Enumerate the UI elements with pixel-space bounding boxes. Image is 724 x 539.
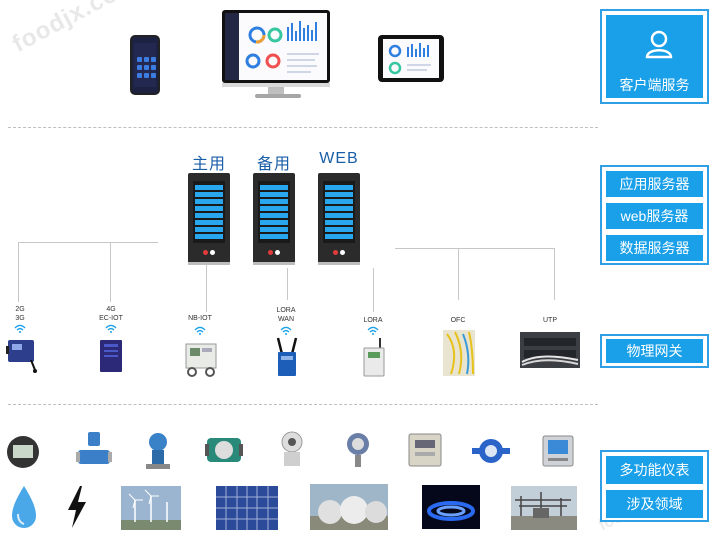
gateway-lorawan-label-1: LORA	[276, 307, 296, 314]
gateway-nbiot-device	[185, 343, 217, 377]
application-domain-label: 涉及领域	[606, 490, 703, 518]
gateway-panel: 物理网关	[600, 334, 709, 368]
pressure-gauge-icon	[347, 433, 369, 467]
app-server-label: 应用服务器	[606, 171, 703, 197]
gateway-4g-label-1: 4G	[106, 306, 116, 313]
server-label-primary: 主用	[191, 156, 226, 173]
gas-tank-photo	[310, 484, 388, 530]
substation-photo	[511, 486, 577, 530]
client-service-panel: 客户端服务	[600, 9, 709, 104]
monitor-chin	[222, 83, 330, 87]
fiber-optic-photo	[443, 330, 475, 376]
flow-meter-icon	[76, 432, 112, 464]
water-drop-icon	[12, 486, 36, 528]
solar-panel-photo	[216, 486, 278, 530]
network-switch-photo	[520, 332, 580, 368]
gateway-4g-label-2: EC-IOT	[99, 315, 123, 322]
connector-right	[395, 248, 555, 249]
server-list-panel: 应用服务器 web服务器 数据服务器	[600, 165, 709, 265]
gateway-lora-device	[363, 338, 385, 377]
lightning-icon	[68, 486, 86, 528]
gateway-2g-device	[6, 340, 37, 373]
phone-device	[130, 35, 160, 95]
pressure-transmitter-icon	[146, 433, 170, 469]
gateway-2g-label-1: 2G	[15, 306, 25, 313]
gateway-2g-label-2: 3G	[15, 315, 25, 322]
connector-ofc	[458, 248, 459, 300]
wifi-icon	[280, 326, 292, 335]
wind-turbine-photo	[121, 486, 181, 530]
gateway-nbiot-label: NB-IOT	[188, 315, 212, 322]
gateway-4g-device	[100, 340, 122, 372]
electric-meter-icon	[408, 433, 442, 467]
meters-panel: 多功能仪表 涉及领域	[600, 450, 709, 522]
server-label-backup: 备用	[256, 156, 291, 173]
server-web	[318, 173, 360, 265]
gateway-lora-label: LORA	[363, 317, 383, 324]
connector-2g	[18, 242, 19, 302]
divider-bottom	[8, 404, 598, 405]
wifi-icon	[105, 324, 117, 333]
gateway-utp-label: UTP	[543, 317, 557, 324]
desktop-monitor	[222, 10, 330, 83]
connector-utp	[554, 248, 555, 300]
monitor-stand	[268, 87, 284, 94]
server-backup	[253, 173, 295, 265]
connector-nbiot	[206, 265, 207, 312]
monitor-base	[255, 94, 301, 98]
user-icon	[645, 30, 673, 59]
web-server-label: web服务器	[606, 203, 703, 229]
lcd-meter-icon	[7, 436, 39, 468]
server-primary	[188, 173, 230, 265]
divider-top	[8, 127, 598, 128]
data-server-label: 数据服务器	[606, 235, 703, 261]
gateway-ofc-label: OFC	[450, 317, 466, 324]
connector-lora	[373, 268, 374, 312]
gateway-lorawan-device	[276, 337, 298, 376]
wifi-icon	[14, 324, 26, 333]
gateway-lorawan-label-2: WAN	[277, 316, 295, 323]
tablet-device	[378, 35, 444, 82]
gateway-panel-label: 物理网关	[606, 339, 703, 363]
connector-left	[18, 242, 158, 243]
gas-meter-icon	[281, 431, 303, 466]
water-flow-meter-icon	[205, 438, 243, 462]
server-label-web: WEB	[319, 150, 359, 167]
wifi-icon	[194, 326, 206, 335]
client-service-label: 客户端服务	[619, 77, 690, 93]
connector-lorawan	[287, 268, 288, 300]
power-analyzer-icon	[542, 435, 574, 467]
connector-4g	[110, 242, 111, 302]
watermark: foodjx.com	[8, 0, 143, 58]
water-meter-icon	[472, 439, 510, 463]
wifi-icon	[367, 326, 379, 335]
multifunction-meter-label: 多功能仪表	[606, 456, 703, 484]
gas-flame-photo	[422, 485, 480, 529]
